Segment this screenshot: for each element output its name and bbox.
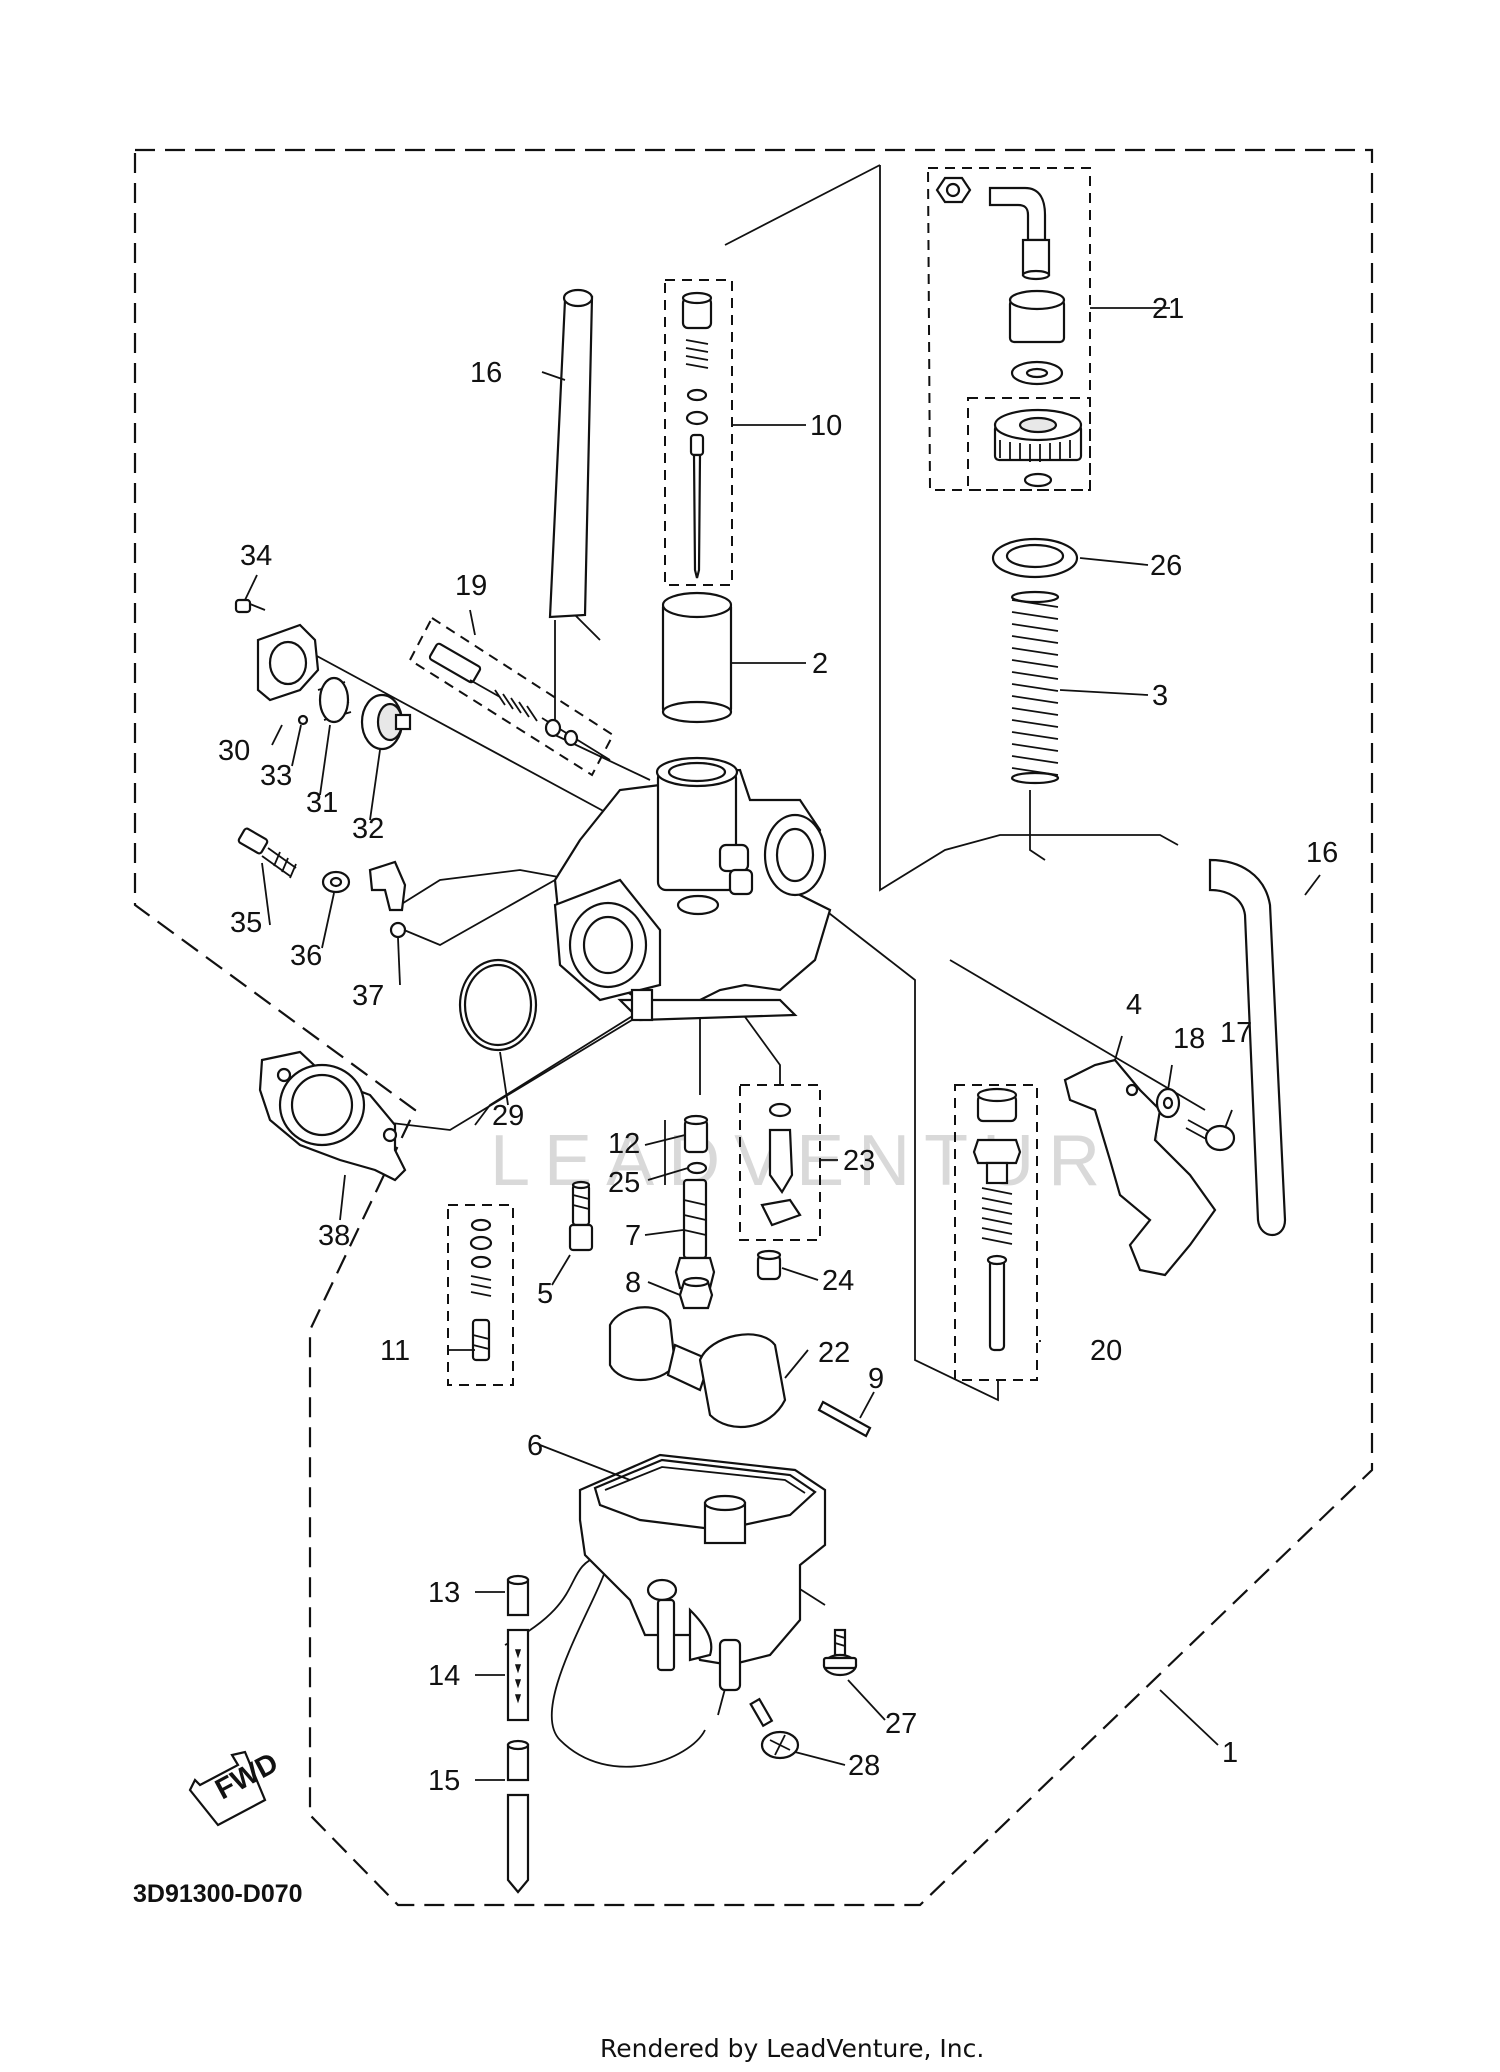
float-chamber	[578, 1453, 827, 1692]
callout-9: 9	[868, 1363, 884, 1395]
callout-7: 7	[625, 1220, 641, 1252]
callout-1: 1	[1222, 1737, 1238, 1769]
subassembly-19-box	[408, 616, 615, 777]
callout-8: 8	[625, 1267, 641, 1299]
callout-6: 6	[527, 1430, 543, 1462]
cable-adjuster-assembly	[935, 176, 1083, 488]
callout-26: 26	[1150, 550, 1182, 582]
float-pin	[817, 1400, 872, 1438]
watermark: LEADVENTURE	[490, 1121, 1176, 1201]
pilot-jet	[568, 1180, 594, 1252]
callout-27: 27	[885, 1708, 917, 1740]
callout-numbers: 1 2 3 4 5 6 7 8 9 10 11 12 13 14 15 16 1…	[218, 293, 1338, 1797]
subassembly-20-box	[954, 1084, 1038, 1381]
screw-17	[1185, 1119, 1236, 1152]
callout-3: 3	[1152, 680, 1168, 712]
callout-24: 24	[822, 1265, 854, 1297]
callout-29: 29	[492, 1100, 524, 1132]
callout-33: 33	[260, 760, 292, 792]
callout-23: 23	[843, 1145, 875, 1177]
needle-set	[681, 291, 713, 579]
throttle-valve	[661, 591, 733, 724]
callout-10: 10	[810, 410, 842, 442]
callout-16-right: 16	[1306, 837, 1338, 869]
callout-16-top: 16	[470, 357, 502, 389]
starter-plunger-set	[972, 1087, 1022, 1352]
callout-21: 21	[1152, 293, 1184, 325]
callout-36: 36	[290, 940, 322, 972]
callout-22: 22	[818, 1337, 850, 1369]
callout-5: 5	[537, 1278, 553, 1310]
washer-18-hole	[1162, 1096, 1174, 1110]
drain-hose-parts	[506, 1574, 530, 1894]
callout-4: 4	[1126, 989, 1142, 1021]
pilot-screw-set-11	[469, 1218, 493, 1362]
throttle-spring	[1010, 590, 1060, 785]
callout-leaders	[244, 307, 1321, 1781]
assembly-outline	[133, 148, 1374, 1907]
fwd-arrow: FWD	[188, 1747, 284, 1827]
callout-13: 13	[428, 1577, 460, 1609]
callout-38: 38	[318, 1220, 350, 1252]
subassembly-21-box	[926, 167, 1091, 491]
callout-11: 11	[380, 1335, 410, 1367]
screw-27	[822, 1628, 858, 1677]
callout-2: 2	[812, 648, 828, 680]
float	[608, 1306, 787, 1429]
diagram-code: 3D91300-D070	[133, 1880, 303, 1908]
callout-34: 34	[240, 540, 272, 572]
callout-18: 18	[1173, 1023, 1205, 1055]
callout-20: 20	[1090, 1335, 1122, 1367]
callout-14: 14	[428, 1660, 460, 1692]
subassembly-23-box	[739, 1084, 821, 1241]
callout-37: 37	[352, 980, 384, 1012]
callout-28: 28	[848, 1750, 880, 1782]
callout-30: 30	[218, 735, 250, 767]
carburetor-joint	[258, 1050, 407, 1182]
washer-26	[991, 537, 1079, 579]
callout-12: 12	[608, 1128, 640, 1160]
subassembly-11-box	[447, 1204, 514, 1386]
callout-32: 32	[352, 813, 384, 845]
callout-15: 15	[428, 1765, 460, 1797]
vent-hose-right	[1208, 858, 1287, 1236]
main-jet	[678, 1276, 714, 1310]
carburetor-body	[553, 756, 832, 1022]
callout-19: 19	[455, 570, 487, 602]
jet-parts	[683, 1102, 802, 1281]
footer-credit: Rendered by LeadVenture, Inc.	[600, 2034, 984, 2063]
o-ring-29-inner	[463, 963, 533, 1047]
air-cutoff-parts	[234, 598, 412, 751]
throttle-stop-parts	[237, 827, 556, 946]
pilot-screw-set	[428, 642, 579, 747]
callout-17: 17	[1220, 1017, 1252, 1049]
callout-31: 31	[306, 787, 338, 819]
vent-hose-top	[548, 288, 594, 619]
callout-25: 25	[608, 1167, 640, 1199]
screw-28	[749, 1697, 800, 1760]
callout-35: 35	[230, 907, 262, 939]
throttle-lever	[1063, 1058, 1217, 1277]
subassembly-21-inner-box	[967, 397, 1091, 491]
